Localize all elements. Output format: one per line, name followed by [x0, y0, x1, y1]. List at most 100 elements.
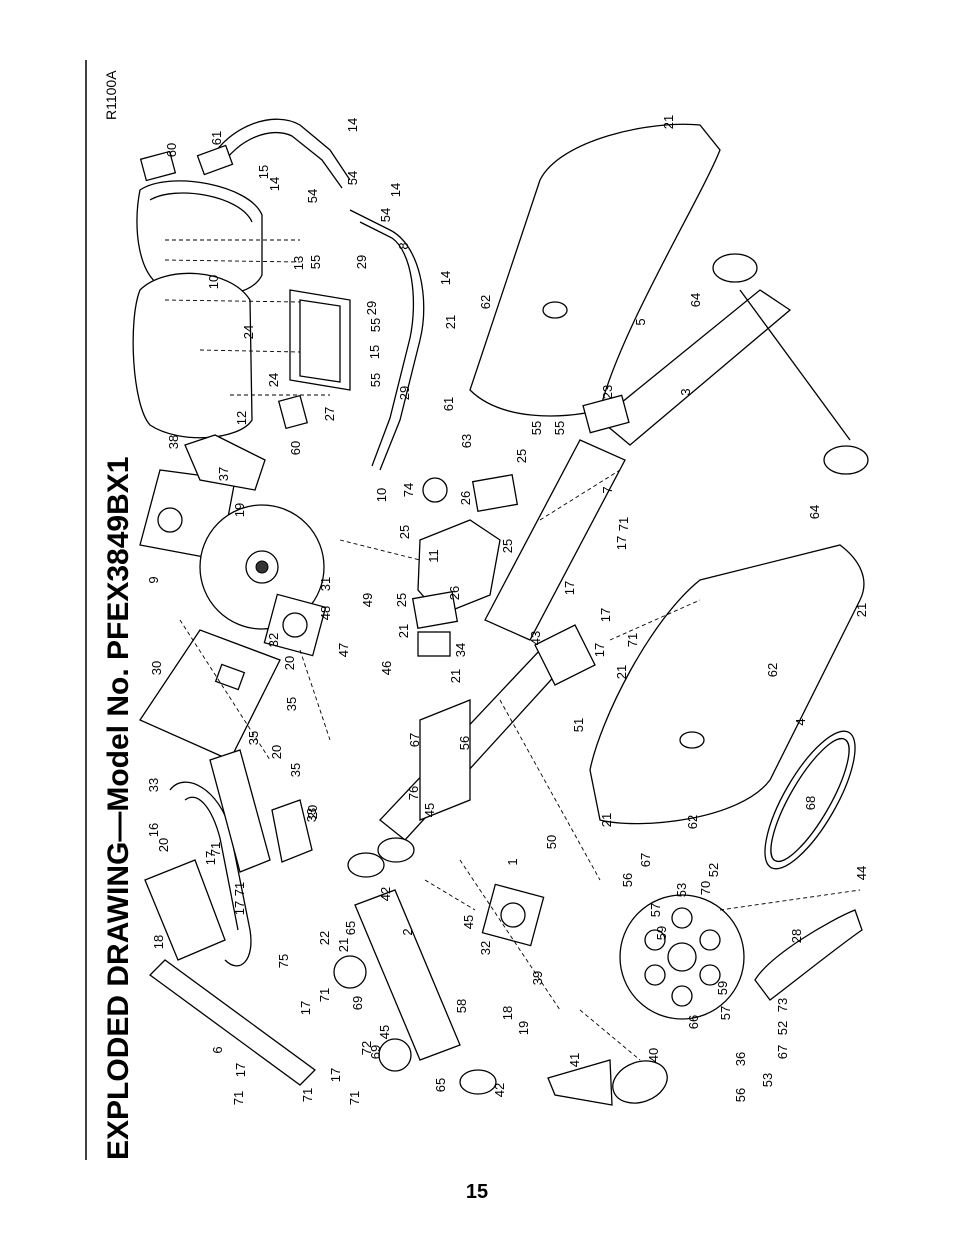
callout-label-c17g: 17 — [562, 581, 577, 595]
callout-label-c35a: 35 — [284, 697, 299, 711]
bearing-part-32 — [263, 593, 327, 657]
callout-label-c71b: 71 — [232, 882, 247, 896]
callout-label-c71d: 71 — [231, 1091, 246, 1105]
drawing-code: R1100A — [103, 70, 119, 120]
callout-label-c21d: 21 — [614, 665, 629, 679]
pedal-strap-part-41 — [547, 1059, 613, 1106]
main-frame-part-1 — [347, 649, 561, 878]
callout-label-c49: 49 — [360, 593, 375, 607]
callout-label-c67b: 67 — [638, 853, 653, 867]
callout-label-c64b: 64 — [807, 505, 822, 519]
grip-part-33 — [209, 749, 313, 873]
callout-label-c21b: 21 — [448, 669, 463, 683]
callout-label-c56b: 56 — [620, 873, 635, 887]
callout-label-c26b: 26 — [447, 586, 462, 600]
callout-label-c55a: 55 — [308, 255, 323, 269]
callout-label-c12: 12 — [234, 411, 249, 425]
callout-label-c71f: 71 — [616, 517, 631, 531]
callout-label-c73: 73 — [775, 998, 790, 1012]
callout-label-c45a: 45 — [422, 803, 437, 817]
callout-label-c35b: 35 — [246, 731, 261, 745]
callout-label-c57b: 57 — [718, 1006, 733, 1020]
callout-label-c17d: 17 — [298, 1001, 313, 1015]
front-stabilizer-part-6 — [149, 959, 316, 1086]
cover-part-23 — [582, 394, 630, 434]
callout-label-c34: 34 — [453, 643, 468, 657]
callout-label-c59b: 59 — [715, 981, 730, 995]
crank-part-28 — [754, 909, 863, 1001]
callout-label-c15a: 15 — [256, 165, 271, 179]
callout-label-c17h: 17 — [592, 643, 607, 657]
bracket-part-11 — [417, 519, 501, 616]
callout-label-c61a: 61 — [209, 131, 224, 145]
tube-part-42 — [377, 837, 415, 863]
callout-label-c5: 5 — [633, 318, 648, 325]
callout-label-c41: 41 — [567, 1053, 582, 1067]
callout-label-c45c: 45 — [377, 1025, 392, 1039]
pedal-part-40 — [612, 1060, 668, 1104]
callout-label-c51: 51 — [571, 718, 586, 732]
callout-label-c20a: 20 — [156, 838, 171, 852]
seat-post-part-2 — [354, 889, 497, 1095]
callout-label-c4: 4 — [793, 718, 808, 725]
callout-label-c17b: 17 — [233, 1063, 248, 1077]
callout-label-c52a: 52 — [706, 863, 721, 877]
callout-label-c20c: 20 — [269, 745, 284, 759]
callout-label-c29b: 29 — [364, 301, 379, 315]
drawing-title: EXPLODED DRAWING—Model No. PFEX3849BX1 — [102, 457, 135, 1160]
callout-label-c9: 9 — [146, 576, 161, 583]
callout-label-c6: 6 — [210, 1046, 225, 1053]
callout-label-c43: 43 — [528, 631, 543, 645]
callout-label-c28: 28 — [789, 929, 804, 943]
callout-label-c37: 37 — [216, 467, 231, 481]
callout-label-c42b: 42 — [492, 1083, 507, 1097]
callout-label-c53a: 53 — [674, 883, 689, 897]
callout-label-c21g: 21 — [661, 115, 676, 129]
callout-label-c36: 36 — [733, 1052, 748, 1066]
callout-label-c38: 38 — [166, 435, 181, 449]
callout-label-c7: 7 — [600, 486, 615, 493]
callout-label-c21h: 21 — [336, 938, 351, 952]
callout-label-c29c: 29 — [397, 386, 412, 400]
callout-label-c71e: 71 — [347, 1091, 362, 1105]
frame-stabilizer-part-3 — [598, 253, 869, 475]
callout-label-c17f: 17 — [598, 608, 613, 622]
callout-label-c55c: 55 — [368, 373, 383, 387]
callout-label-c14c: 14 — [388, 183, 403, 197]
knob-part-74 — [422, 477, 448, 503]
roller-part-69 — [333, 955, 412, 1072]
frame-tube-part-7 — [484, 439, 626, 641]
callout-label-c65b: 65 — [433, 1078, 448, 1092]
callout-label-c65a: 65 — [343, 921, 358, 935]
callout-label-c25d: 25 — [394, 593, 409, 607]
callout-label-c56c: 56 — [733, 1088, 748, 1102]
callout-label-c25a: 25 — [397, 525, 412, 539]
callout-label-c33b: 33 — [304, 808, 319, 822]
left-shield-part-4 — [589, 544, 865, 825]
callout-label-c60a: 60 — [164, 143, 179, 157]
callout-label-c24a: 24 — [241, 325, 256, 339]
callout-label-c71a: 71 — [208, 842, 223, 856]
callout-label-c11: 11 — [426, 549, 441, 563]
seat-cushion-part-60 — [139, 150, 309, 430]
callout-label-c50: 50 — [544, 835, 559, 849]
callout-label-c10b: 10 — [374, 488, 389, 502]
callout-label-c19b: 19 — [516, 1021, 531, 1035]
seat-rail-part-8 — [349, 209, 425, 471]
callout-label-c75: 75 — [276, 954, 291, 968]
callout-label-c1: 1 — [505, 858, 520, 865]
callout-label-c24b: 24 — [266, 373, 281, 387]
callout-label-c42a: 42 — [378, 887, 393, 901]
callout-label-c15b: 15 — [367, 345, 382, 359]
bracket-part-43 — [534, 624, 596, 686]
callout-label-c32a: 32 — [266, 633, 281, 647]
pedal-part-37 — [184, 434, 266, 491]
callout-label-c64a: 64 — [688, 293, 703, 307]
callout-label-c25b: 25 — [500, 539, 515, 553]
callout-label-c30: 30 — [149, 661, 164, 675]
callout-label-c18b: 18 — [500, 1006, 515, 1020]
pulley-part-70 — [619, 894, 745, 1020]
callout-label-c40: 40 — [646, 1048, 661, 1062]
